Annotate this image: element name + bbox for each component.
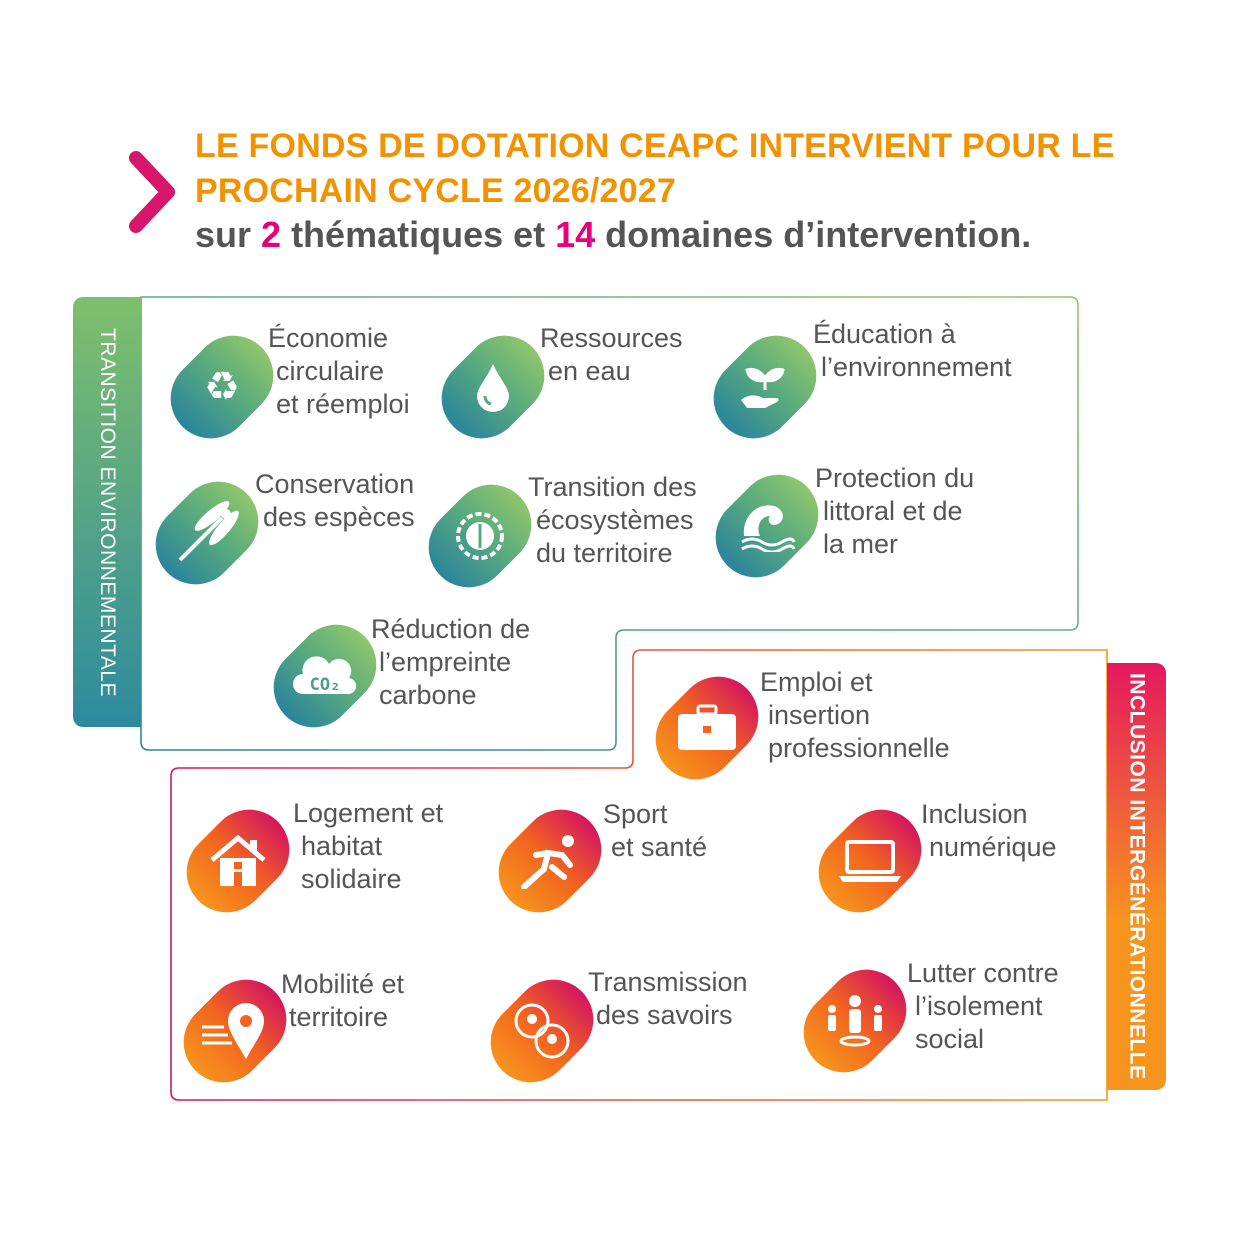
label-line: insertion	[768, 700, 871, 730]
dragonfly-icon	[178, 501, 239, 562]
label-line: et santé	[611, 832, 708, 862]
label-line: littoral et de	[823, 496, 963, 526]
title-line: LE FONDS DE DOTATION CEAPC INTERVIENT PO…	[195, 127, 1115, 165]
theme-label-inclusion: INCLUSION INTERGÉNÉRATIONNELLE	[1107, 663, 1166, 1090]
laptop-icon	[839, 840, 901, 882]
theme-label-text: INCLUSION INTERGÉNÉRATIONNELLE	[1125, 673, 1149, 1080]
page-title: LE FONDS DE DOTATION CEAPC INTERVIENT PO…	[195, 124, 1115, 214]
briefcase-icon	[678, 704, 736, 750]
theme-label-text: TRANSITION ENVIRONNEMENTALE	[96, 327, 119, 697]
label-line: Économie	[268, 323, 389, 353]
theme-label-environment: TRANSITION ENVIRONNEMENTALE	[73, 297, 141, 727]
ecosystem-icon	[456, 512, 504, 560]
idea-exchange-icon	[514, 1003, 570, 1059]
inclusion-frame	[170, 649, 1108, 1101]
label-line: Logement et	[293, 798, 444, 828]
label-line: territoire	[289, 1002, 389, 1032]
label-line: solidaire	[301, 864, 402, 894]
label-line: habitat	[301, 831, 383, 861]
label-line: social	[915, 1024, 985, 1054]
water-drop-icon	[477, 364, 509, 412]
subtitle-text: thématiques et	[281, 214, 556, 255]
label-line: l’isolement	[915, 991, 1043, 1021]
label-line: carbone	[379, 680, 477, 710]
label-line: du territoire	[536, 538, 673, 568]
subtitle: sur 2 thématiques et 14 domaines d’inter…	[195, 214, 1031, 256]
recycle-icon: ♻	[204, 365, 240, 409]
label-line: des savoirs	[596, 1000, 733, 1030]
label-line: Transition des	[528, 472, 697, 502]
label-line: Éducation à	[813, 319, 956, 349]
runner-icon	[521, 835, 574, 889]
label-line: l’environnement	[821, 352, 1012, 382]
house-icon	[210, 834, 266, 886]
label-line: et réemploi	[276, 389, 410, 419]
location-pin-icon	[202, 1003, 264, 1059]
label-line: Transmission	[588, 967, 748, 997]
label-line: professionnelle	[768, 733, 950, 763]
wave-icon	[741, 505, 796, 552]
title-line: PROCHAIN CYCLE 2026/2027	[195, 172, 676, 210]
co2-cloud-icon: CO₂	[293, 656, 357, 695]
label-line: des espèces	[263, 502, 415, 532]
label-line: écosystèmes	[536, 505, 694, 535]
label-line: Inclusion	[921, 799, 1028, 829]
label-line: Réduction de	[371, 614, 531, 644]
subtitle-text: domaines d’intervention.	[595, 214, 1032, 255]
label-line: Lutter contre	[907, 958, 1059, 988]
label-line: Sport	[603, 799, 668, 829]
theme-count: 2	[261, 214, 282, 255]
label-line: Emploi et	[760, 667, 873, 697]
domain-count: 14	[555, 214, 596, 255]
label-line: en eau	[548, 356, 631, 386]
label-line: Conservation	[255, 469, 415, 499]
label-line: la mer	[823, 529, 899, 559]
environment-frame	[140, 296, 1079, 751]
chevron-icon	[129, 151, 175, 233]
label-line: Ressources	[540, 323, 683, 353]
plant-in-hand-icon	[741, 367, 785, 408]
people-icon	[828, 995, 882, 1047]
label-line: l’empreinte	[379, 647, 512, 677]
label-line: CO₂	[310, 675, 341, 695]
label-line: Protection du	[815, 463, 975, 493]
label-line: Mobilité et	[281, 969, 405, 999]
label-line: numérique	[929, 832, 1057, 862]
label-line: circulaire	[276, 356, 385, 386]
subtitle-text: sur	[195, 214, 262, 255]
